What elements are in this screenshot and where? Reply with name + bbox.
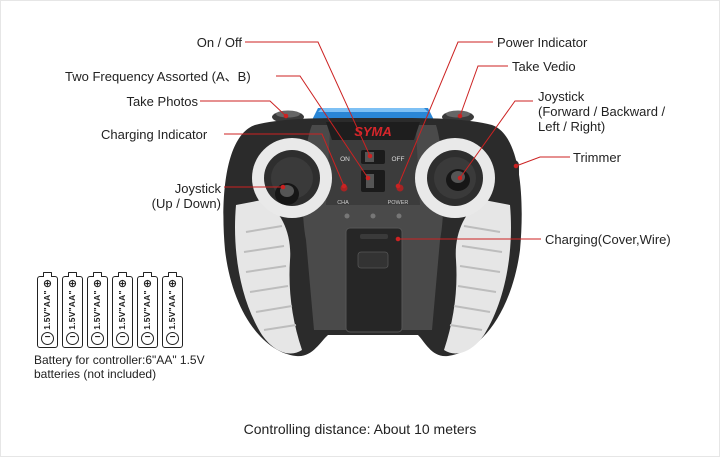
label-charging-cover: Charging(Cover,Wire) <box>545 232 671 247</box>
battery-icon: ⊕ 1.5V"AA" − <box>137 272 158 348</box>
leader-lines <box>200 41 570 242</box>
right-grip <box>444 200 511 354</box>
label-joystick-up-down: Joystick (Up / Down) <box>151 181 221 211</box>
label-charging-indicator: Charging Indicator <box>101 127 208 142</box>
leader-charging-indicator <box>224 133 345 187</box>
label-take-photos: Take Photos <box>126 94 198 109</box>
cha-label: CHA <box>337 200 349 206</box>
battery-icon: ⊕ 1.5V"AA" − <box>112 272 133 348</box>
battery-icon: ⊕ 1.5V"AA" − <box>37 272 58 348</box>
charging-cover <box>345 227 403 333</box>
leader-power-indicator <box>397 41 493 187</box>
label-joystick-forward: Joystick (Forward / Backward / Left / Ri… <box>538 89 666 134</box>
battery-icon: ⊕ 1.5V"AA" − <box>162 272 183 348</box>
label-two-frequency: Two Frequency Assorted (A、B) <box>65 69 251 84</box>
leader-trimmer <box>515 156 570 167</box>
battery-icon: ⊕ 1.5V"AA" − <box>87 272 108 348</box>
leader-joystick-right <box>459 100 533 179</box>
switch-on-label: ON <box>340 156 350 163</box>
leader-take-photos <box>200 100 287 117</box>
battery-icon: ⊕ 1.5V"AA" − <box>62 272 83 348</box>
left-grip <box>235 200 302 354</box>
label-trimmer: Trimmer <box>573 150 621 165</box>
label-on-off: On / Off <box>196 35 242 50</box>
label-power-indicator: Power Indicator <box>497 35 588 50</box>
label-take-video: Take Vedio <box>512 59 576 74</box>
power-label: POWER <box>388 200 409 206</box>
brand-logo: SYMA <box>354 124 392 139</box>
controlling-distance-footer: Controlling distance: About 10 meters <box>243 421 477 437</box>
battery-caption: Battery for controller:6"AA" 1.5V batter… <box>34 353 205 381</box>
leader-take-video <box>459 65 508 117</box>
switch-off-label: OFF <box>392 156 405 163</box>
leader-on-off <box>245 41 371 157</box>
controller: SYMA ON OFF CHA POWER <box>223 108 522 357</box>
leader-two-frequency <box>276 75 369 179</box>
